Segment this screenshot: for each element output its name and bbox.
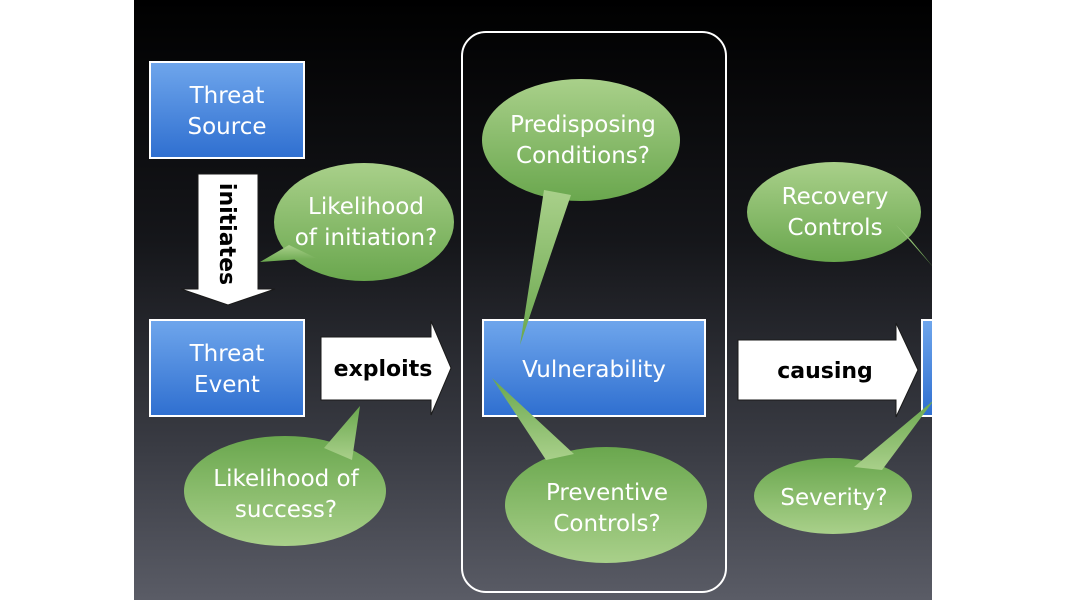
initiates-label: initiates	[214, 183, 239, 285]
predisposing-label-1: Predisposing	[510, 112, 656, 138]
slide: Threat Source Threat Event Vulnerability…	[134, 0, 932, 600]
predisposing-bubble: Predisposing Conditions?	[482, 79, 680, 345]
severity-label: Severity?	[780, 485, 887, 511]
preventive-label-1: Preventive	[546, 480, 668, 506]
threat-event-box: Threat Event	[149, 319, 305, 417]
preventive-bubble: Preventive Controls?	[492, 378, 707, 563]
likelihood-success-label-2: success?	[235, 497, 337, 523]
threat-event-label-2: Event	[194, 372, 260, 398]
initiates-arrow: initiates	[180, 173, 276, 306]
recovery-bubble: Recovery Controls	[747, 162, 932, 266]
likelihood-initiation-bubble: Likelihood of initiation?	[260, 163, 454, 281]
threat-event-label-1: Threat	[189, 341, 265, 367]
exploits-arrow: exploits	[320, 320, 452, 416]
severity-bubble: Severity?	[754, 401, 932, 534]
recovery-label-1: Recovery	[782, 184, 889, 210]
likelihood-success-bubble: Likelihood of success?	[184, 406, 386, 546]
preventive-label-2: Controls?	[553, 511, 660, 537]
risk-model-diagram: Threat Source Threat Event Vulnerability…	[149, 31, 932, 593]
likelihood-success-label-1: Likelihood of	[213, 466, 359, 492]
vulnerability-label: Vulnerability	[522, 357, 666, 383]
predisposing-label-2: Conditions?	[516, 143, 650, 169]
threat-source-box: Threat Source	[149, 61, 305, 159]
threat-source-label-1: Threat	[189, 83, 265, 109]
likelihood-initiation-label-1: Likelihood	[308, 194, 424, 220]
impact-box-partial	[921, 319, 932, 417]
likelihood-initiation-label-2: of initiation?	[295, 225, 438, 251]
recovery-label-2: Controls	[787, 215, 882, 241]
causing-label: causing	[777, 359, 873, 384]
causing-arrow: causing	[737, 322, 919, 418]
threat-source-label-2: Source	[188, 114, 267, 140]
exploits-label: exploits	[334, 357, 433, 382]
vulnerability-box: Vulnerability	[482, 319, 706, 417]
vulnerability-frame	[461, 31, 727, 593]
